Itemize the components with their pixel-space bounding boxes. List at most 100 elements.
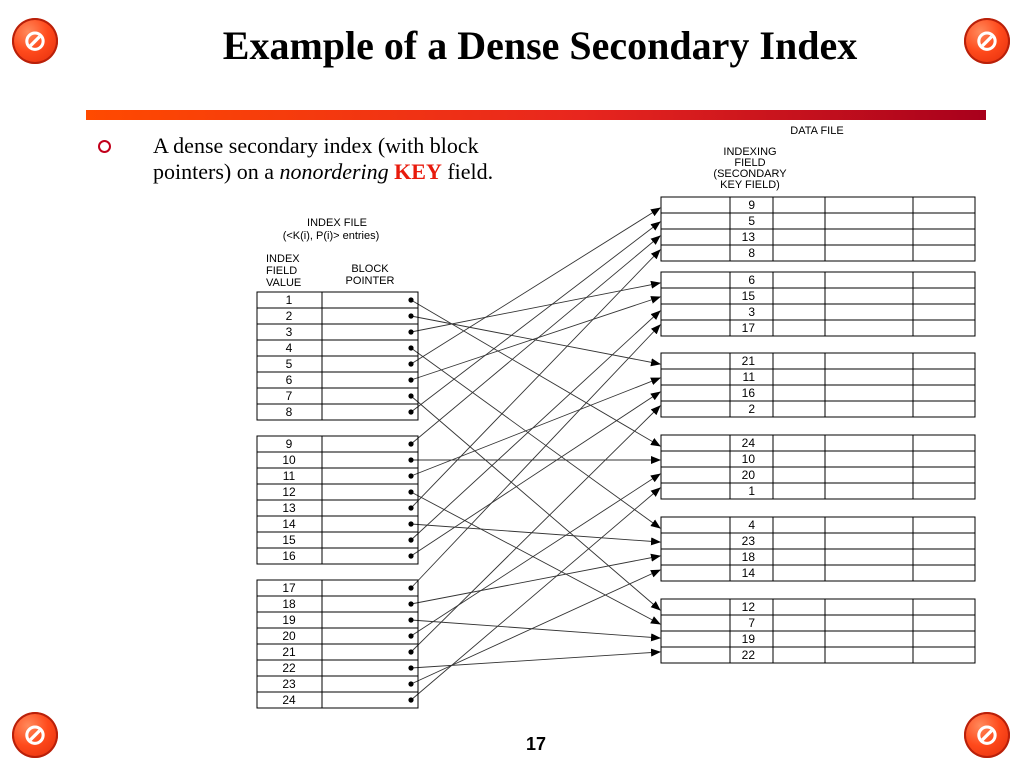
bullet-line2-prefix: pointers) on a: [153, 159, 280, 184]
data-key-value: 17: [742, 321, 756, 335]
block-pointer-dot: [408, 617, 414, 623]
pointer-arrow: [410, 280, 661, 333]
index-field-value: 17: [282, 581, 296, 595]
corner-icon-top-right: ⊘: [964, 18, 1010, 64]
data-file-title: DATA FILE: [790, 125, 843, 137]
index-field-value: 16: [282, 549, 296, 563]
block-pointer-dot: [408, 313, 414, 319]
pointer-arrow: [410, 491, 661, 625]
block-pointer-dot: [408, 521, 414, 527]
block-pointer-dot: [408, 697, 414, 703]
pointer-arrow: [410, 347, 661, 529]
pointer-arrow: [410, 523, 661, 546]
index-field-value: 3: [286, 325, 293, 339]
index-field-value: 12: [282, 485, 296, 499]
block-pointer-dot: [408, 441, 414, 447]
pointer-arrow: [410, 310, 661, 541]
block-pointer-dot: [408, 553, 414, 559]
index-file-title: INDEX FILE: [307, 217, 367, 229]
index-field-value: 2: [286, 309, 293, 323]
data-key-value: 22: [742, 648, 756, 662]
block-pointer-dot: [408, 297, 414, 303]
pointer-arrow: [410, 249, 661, 509]
data-field-header: (SECONDARY: [713, 168, 787, 180]
page-number: 17: [525, 734, 547, 754]
title-divider-bar: [86, 110, 986, 120]
pointer-arrow: [410, 553, 661, 605]
block-pointer-dot: [408, 409, 414, 415]
data-key-value: 14: [742, 566, 756, 580]
data-key-value: 13: [742, 230, 756, 244]
pointer-arrow: [410, 648, 661, 669]
index-col1-header: FIELD: [266, 265, 297, 277]
pointer-arrow: [410, 324, 661, 589]
data-key-value: 7: [748, 616, 755, 630]
data-key-value: 3: [748, 305, 755, 319]
index-field-value: 6: [286, 373, 293, 387]
block-pointer-dot: [408, 329, 414, 335]
index-field-value: 11: [283, 469, 296, 483]
data-key-value: 1: [748, 484, 755, 498]
block-pointer-dot: [408, 633, 414, 639]
block-pointer-dot: [408, 585, 414, 591]
pointer-arrow: [410, 395, 661, 611]
bullet-marker-icon: [98, 140, 111, 153]
pointer-arrow: [410, 296, 661, 381]
data-key-value: 8: [748, 246, 755, 260]
index-field-value: 13: [282, 501, 296, 515]
index-field-value: 15: [282, 533, 296, 547]
pointer-arrow: [410, 619, 661, 642]
block-pointer-dot: [408, 537, 414, 543]
index-col2-header: BLOCK: [351, 263, 389, 275]
bullet-keyword: KEY: [394, 159, 442, 184]
block-pointer-dot: [408, 361, 414, 367]
pointer-arrow: [410, 221, 661, 413]
index-field-value: 20: [282, 629, 296, 643]
pointer-arrow: [410, 569, 661, 685]
block-pointer-dot: [408, 665, 414, 671]
bullet-text: A dense secondary index (with block poin…: [153, 133, 623, 185]
data-key-value: 5: [748, 214, 755, 228]
index-field-value: 8: [286, 405, 293, 419]
index-col1-header: INDEX: [266, 253, 300, 265]
index-field-value: 19: [282, 613, 296, 627]
index-file-subtitle: (<K(i), P(i)> entries): [283, 230, 380, 242]
pointer-arrow: [410, 405, 661, 653]
block-pointer-dot: [408, 377, 414, 383]
data-key-value: 16: [742, 386, 756, 400]
data-key-value: 19: [742, 632, 756, 646]
block-pointer-dot: [408, 601, 414, 607]
data-key-value: 15: [742, 289, 756, 303]
data-key-value: 10: [742, 452, 756, 466]
corner-icon-bottom-left: ⊘: [12, 712, 58, 758]
data-key-value: 23: [742, 534, 756, 548]
pointer-arrow: [410, 473, 661, 637]
data-key-value: 11: [743, 370, 756, 384]
data-key-value: 20: [742, 468, 756, 482]
pointer-arrow: [410, 377, 661, 477]
data-field-header: KEY FIELD): [720, 179, 780, 191]
index-field-value: 24: [282, 693, 296, 707]
bullet-line2-suffix: field.: [441, 159, 494, 184]
index-col1-header: VALUE: [266, 277, 301, 289]
index-field-value: 7: [286, 389, 293, 403]
index-field-value: 10: [282, 453, 296, 467]
data-key-value: 4: [748, 518, 755, 532]
bullet-italic-word: nonordering: [279, 159, 389, 184]
index-field-value: 4: [286, 341, 293, 355]
index-field-value: 21: [282, 645, 296, 659]
pointer-arrow: [410, 207, 661, 365]
block-pointer-dot: [408, 505, 414, 511]
corner-icon-bottom-right: ⊘: [964, 712, 1010, 758]
index-file: INDEX FILE(<K(i), P(i)> entries) INDEXFIE…: [256, 217, 419, 709]
pointer-arrow: [410, 235, 661, 445]
data-key-value: 18: [742, 550, 756, 564]
slide-title: Example of a Dense Secondary Index: [222, 23, 858, 68]
index-field-value: 23: [282, 677, 296, 691]
index-col2-header: POINTER: [346, 275, 395, 287]
data-key-value: 9: [748, 198, 755, 212]
block-pointer-dot: [408, 649, 414, 655]
block-pointer-dot: [408, 489, 414, 495]
